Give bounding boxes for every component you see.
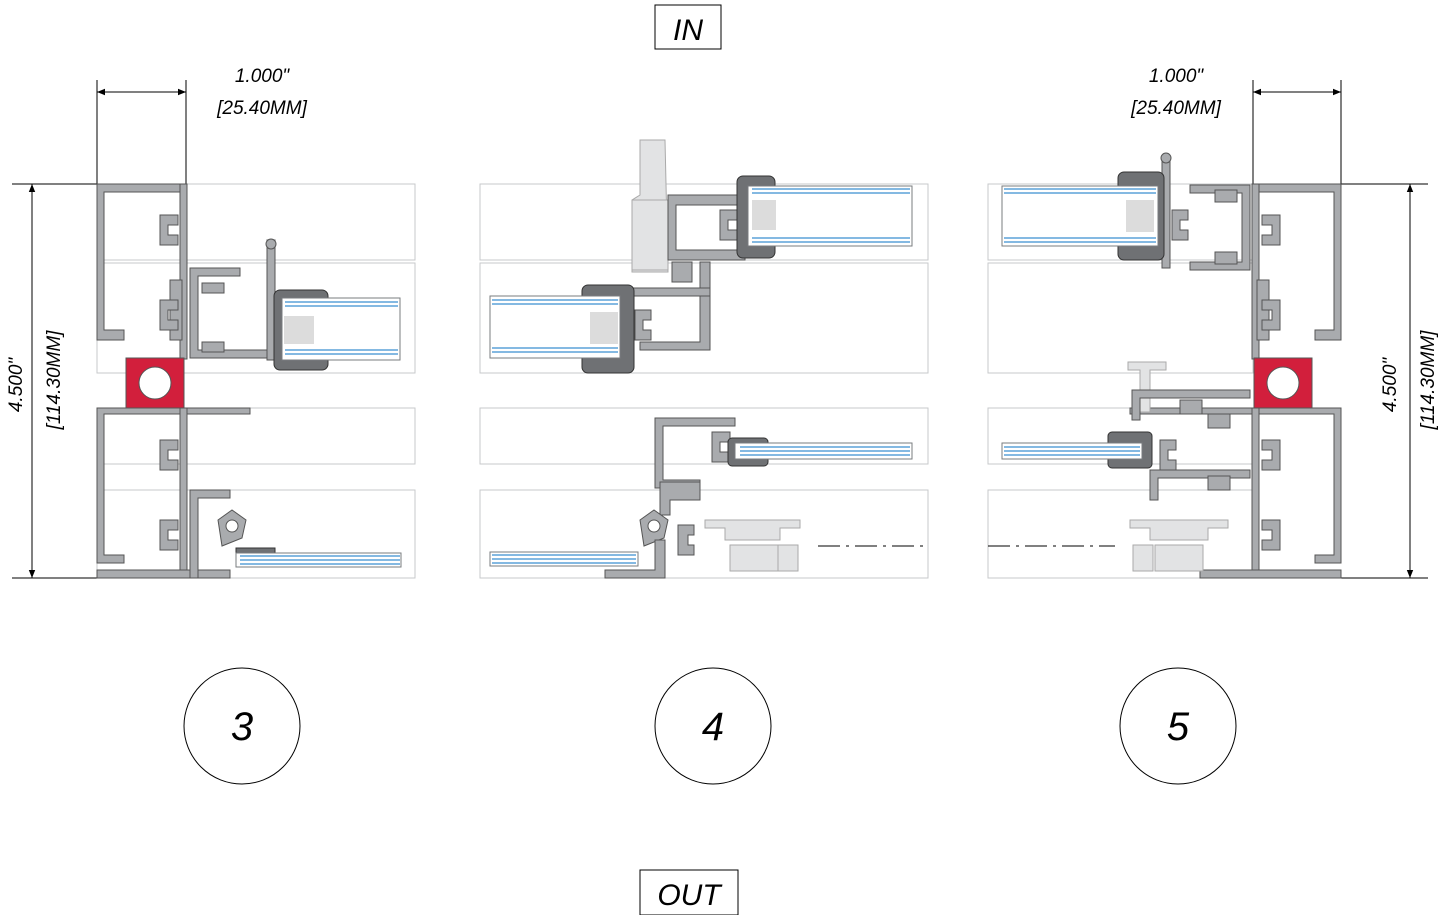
left-height-mm: [114.30MM] [44, 330, 65, 431]
detail-callout-4: 4 [654, 667, 772, 785]
detail-4-section [479, 139, 929, 579]
out-label-box: OUT [639, 869, 739, 915]
left-height-in: 4.500" [6, 357, 27, 413]
left-dimensions: 1.000" [25.40MM] 4.500" [114.30MM] [6, 66, 308, 579]
out-label: OUT [657, 879, 723, 912]
left-width-mm: [25.40MM] [216, 98, 307, 119]
detail-number: 3 [231, 705, 253, 749]
detail-5-section [987, 152, 1342, 579]
detail-3-section [96, 183, 416, 579]
detail-callout-5: 5 [1119, 667, 1237, 785]
right-dimensions: 1.000" [25.40MM] 4.500" [114.30MM] [1130, 66, 1439, 579]
detail-callout-3: 3 [183, 667, 301, 785]
left-width-in: 1.000" [235, 66, 291, 87]
right-height-in: 4.500" [1380, 357, 1401, 413]
in-label-box: IN [654, 4, 722, 50]
right-height-mm: [114.30MM] [1418, 330, 1439, 431]
in-label: IN [673, 14, 703, 47]
detail-number: 4 [702, 705, 724, 749]
right-width-in: 1.000" [1149, 66, 1205, 87]
detail-number: 5 [1167, 705, 1190, 749]
right-width-mm: [25.40MM] [1130, 98, 1221, 119]
